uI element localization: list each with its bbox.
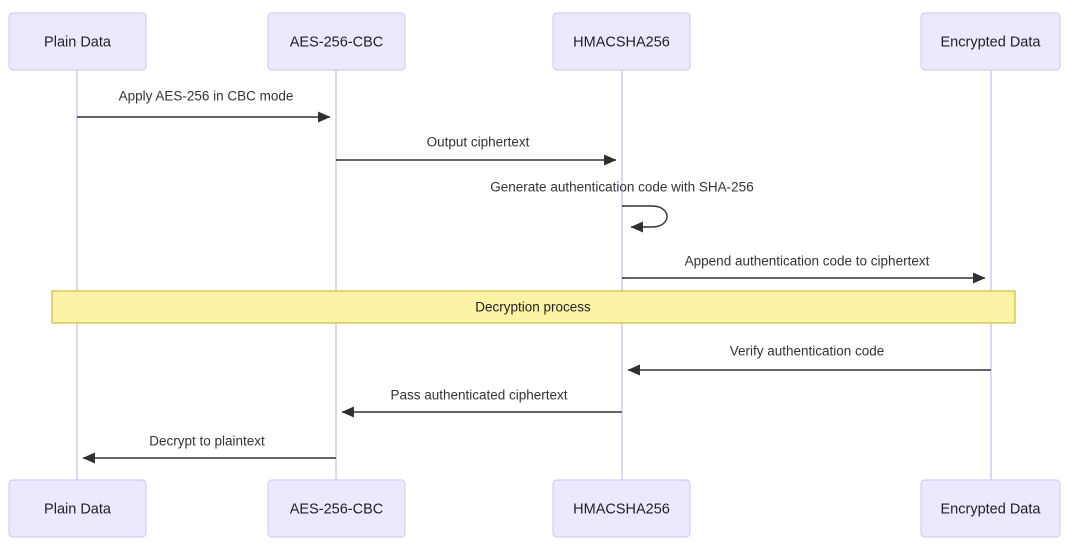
actor-label-footer-encrypted-data: Encrypted Data: [941, 501, 1042, 517]
message-label-append-auth-code: Append authentication code to ciphertext: [685, 254, 930, 269]
message-generate-auth-code[interactable]: Generate authentication code with SHA-25…: [490, 180, 754, 233]
actor-box-encrypted-data[interactable]: [920, 12, 1061, 71]
message-label-pass-authenticated-ciphertext: Pass authenticated ciphertext: [390, 388, 567, 403]
message-output-ciphertext[interactable]: Output ciphertext: [336, 135, 617, 166]
actor-box-aes-256-cbc[interactable]: [267, 12, 406, 71]
actor-box-footer-hmacsha256[interactable]: [552, 479, 691, 538]
actor-header-hmacsha256[interactable]: HMACSHA256: [552, 12, 691, 71]
actor-label-footer-hmacsha256: HMACSHA256: [573, 501, 670, 517]
lifelines: [76, 70, 992, 480]
actor-footer-aes-256-cbc[interactable]: AES-256-CBC: [267, 479, 406, 538]
actor-label-plain-data: Plain Data: [44, 34, 112, 50]
actor-label-aes-256-cbc: AES-256-CBC: [290, 34, 383, 50]
actor-box-footer-plain-data[interactable]: [8, 479, 147, 538]
message-self-loop-generate-auth-code: [622, 205, 668, 233]
actor-label-encrypted-data: Encrypted Data: [941, 34, 1042, 50]
message-label-output-ciphertext: Output ciphertext: [427, 135, 530, 150]
note-decryption-process[interactable]: Decryption process: [51, 290, 1016, 324]
message-label-generate-auth-code: Generate authentication code with SHA-25…: [490, 180, 753, 195]
message-label-verify-auth-code: Verify authentication code: [730, 344, 885, 359]
actor-footer-hmacsha256[interactable]: HMACSHA256: [552, 479, 691, 538]
actor-header-plain-data[interactable]: Plain Data: [8, 12, 147, 71]
message-label-apply-aes: Apply AES-256 in CBC mode: [119, 89, 294, 104]
note-rect-decryption-process[interactable]: [51, 290, 1016, 324]
actor-footer-plain-data[interactable]: Plain Data: [8, 479, 147, 538]
actor-header-aes-256-cbc[interactable]: AES-256-CBC: [267, 12, 406, 71]
actor-header-encrypted-data[interactable]: Encrypted Data: [920, 12, 1061, 71]
actor-box-plain-data[interactable]: [8, 12, 147, 71]
actor-box-hmacsha256[interactable]: [552, 12, 691, 71]
actor-label-hmacsha256: HMACSHA256: [573, 34, 670, 50]
message-decrypt-to-plaintext[interactable]: Decrypt to plaintext: [82, 434, 336, 464]
message-label-decrypt-to-plaintext: Decrypt to plaintext: [149, 434, 265, 449]
message-apply-aes[interactable]: Apply AES-256 in CBC mode: [77, 89, 331, 123]
actor-box-footer-encrypted-data[interactable]: [920, 479, 1061, 538]
actor-label-footer-aes-256-cbc: AES-256-CBC: [290, 501, 383, 517]
message-pass-authenticated-ciphertext[interactable]: Pass authenticated ciphertext: [341, 388, 622, 418]
actor-footer-encrypted-data[interactable]: Encrypted Data: [920, 479, 1061, 538]
actor-box-footer-aes-256-cbc[interactable]: [267, 479, 406, 538]
message-append-auth-code[interactable]: Append authentication code to ciphertext: [622, 254, 986, 284]
note-label-decryption-process: Decryption process: [475, 300, 591, 315]
message-verify-auth-code[interactable]: Verify authentication code: [627, 344, 991, 376]
actor-label-footer-plain-data: Plain Data: [44, 501, 112, 517]
